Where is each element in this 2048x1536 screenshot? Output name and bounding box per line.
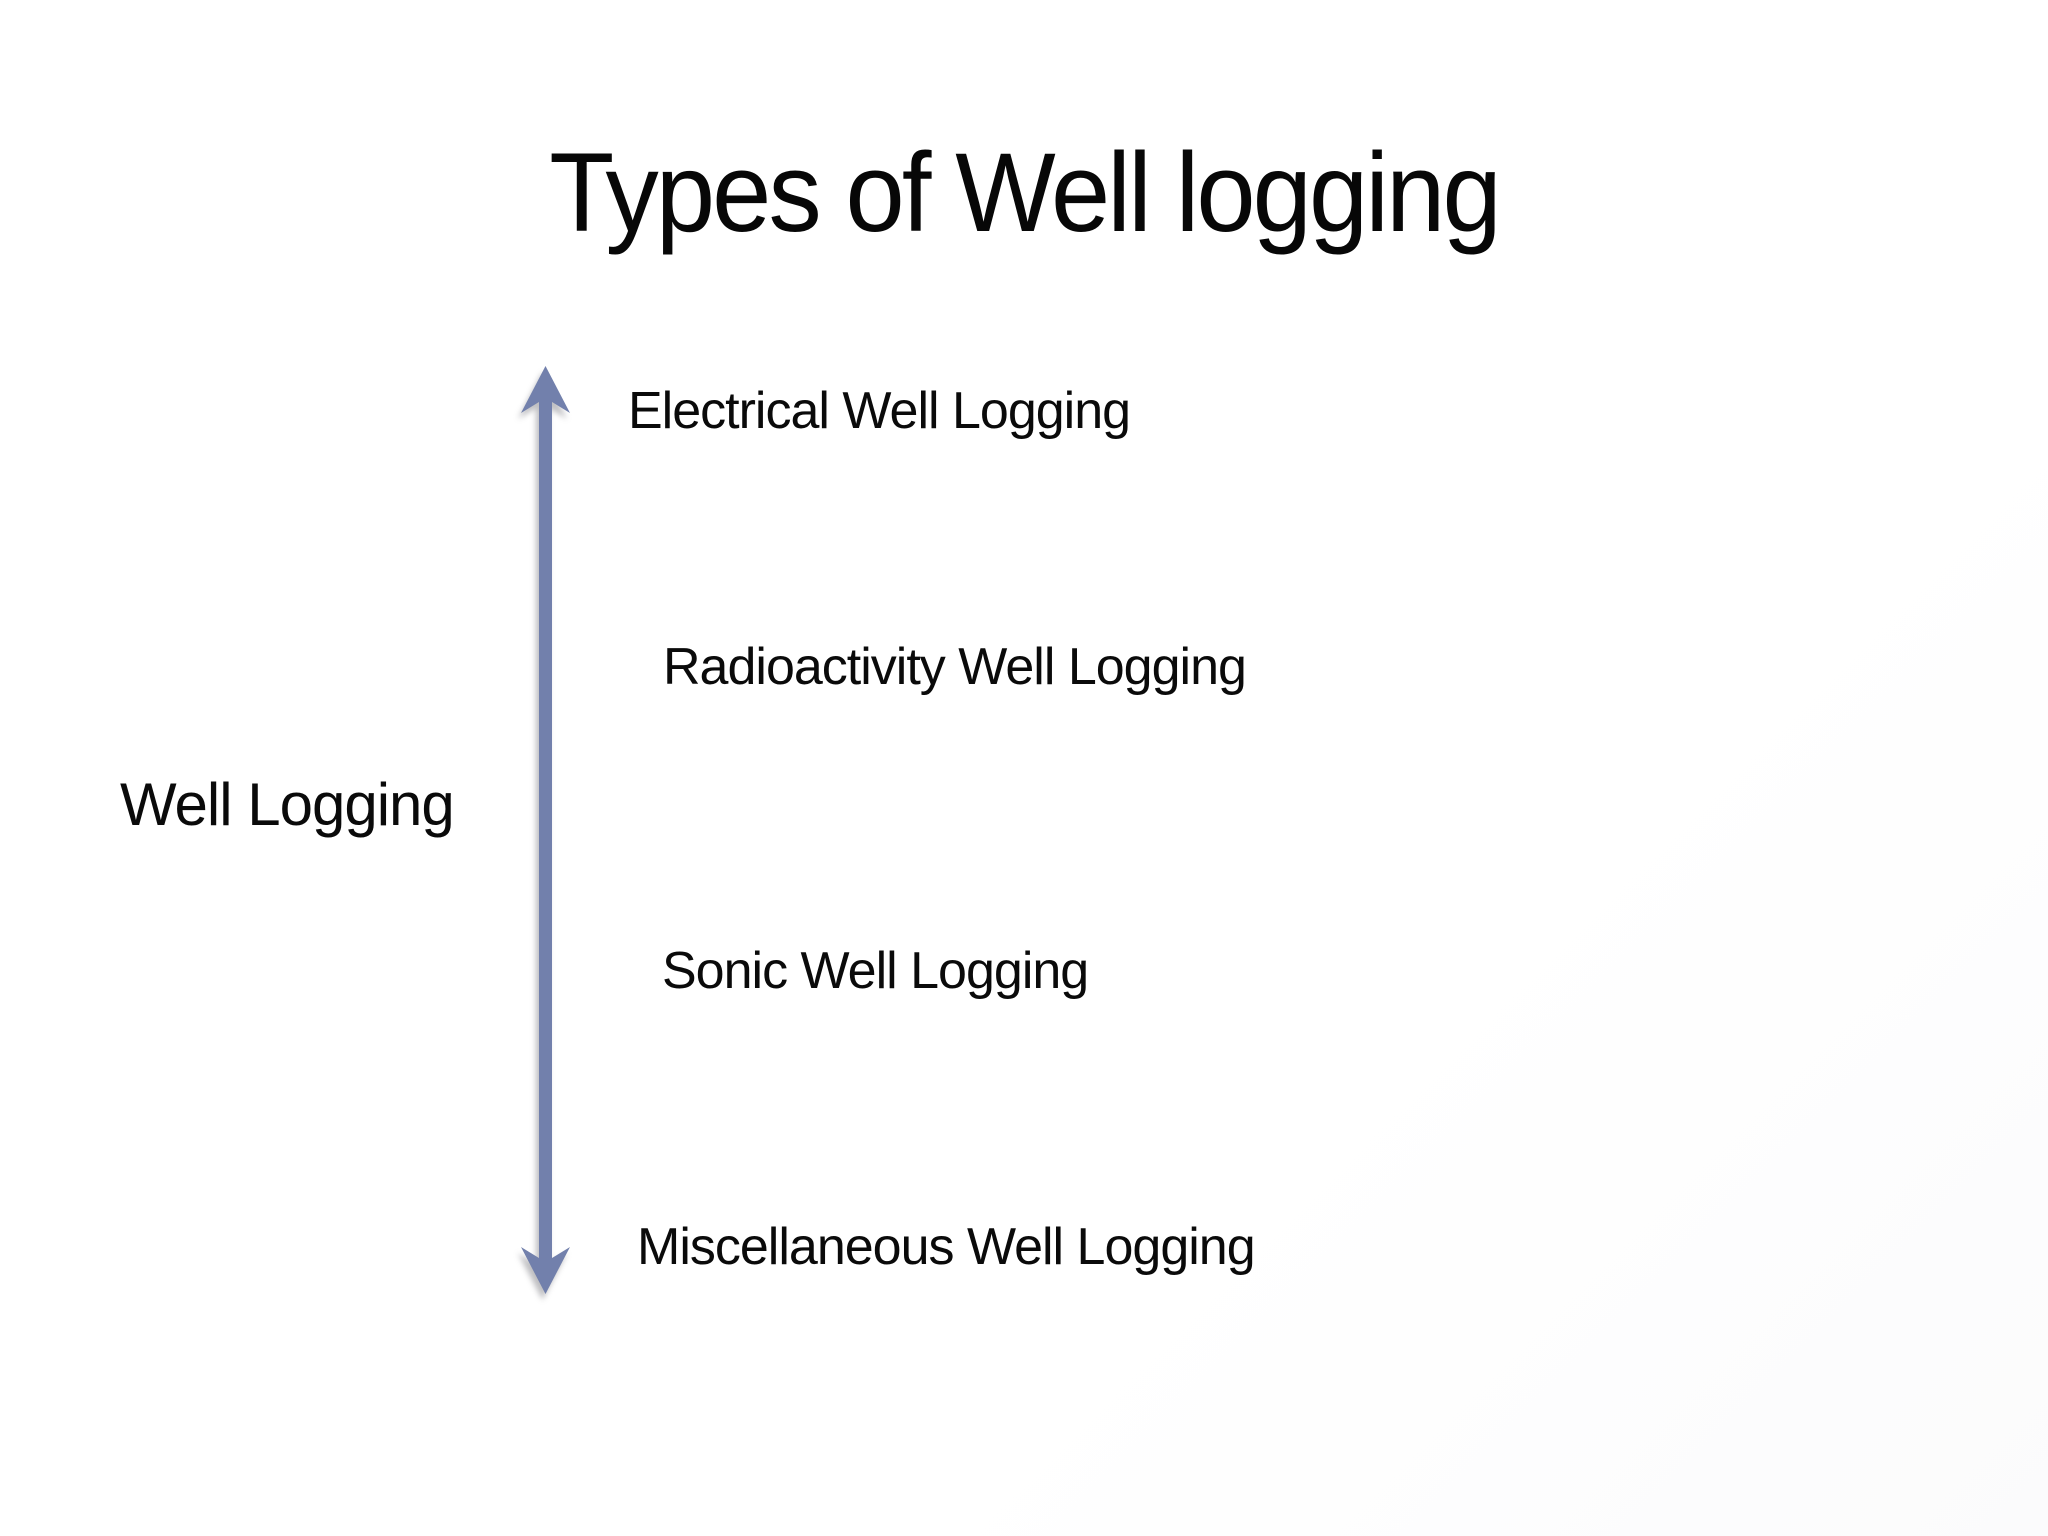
page-title: Types of Well logging [549,130,1501,255]
vertical-double-arrow-icon [498,358,592,1302]
well-logging-axis-label: Well Logging [120,771,455,838]
type-item-sonic: Sonic Well Logging [662,942,1089,1000]
type-item-electrical: Electrical Well Logging [628,382,1131,440]
type-item-miscellaneous: Miscellaneous Well Logging [637,1218,1256,1276]
double-arrow-shape [521,366,570,1294]
type-item-radioactivity: Radioactivity Well Logging [663,638,1247,696]
